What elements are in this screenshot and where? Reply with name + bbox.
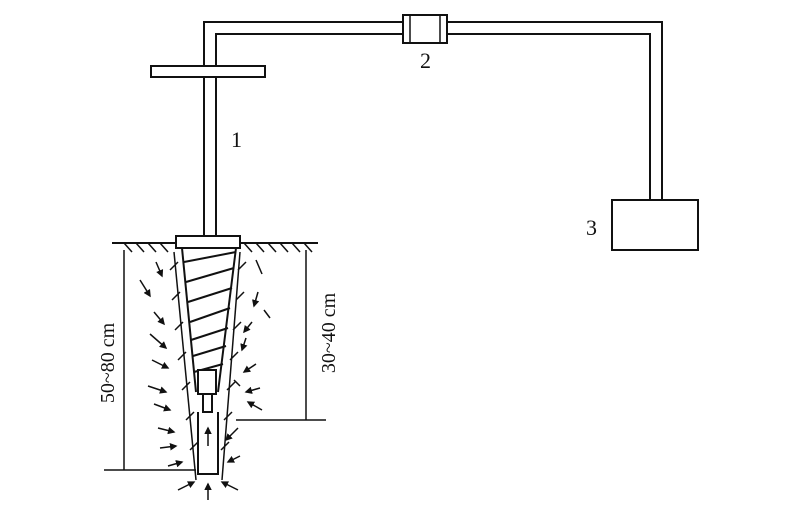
collection-unit-box <box>611 199 699 251</box>
threaded-probe <box>181 247 237 413</box>
borehole-walls <box>169 251 247 481</box>
tubing <box>203 21 663 236</box>
sampling-tube <box>197 412 219 475</box>
total-depth-dimension: 50~80 cm <box>97 250 196 471</box>
thread-depth-label: 30~40 cm <box>318 292 340 373</box>
handle-bar <box>150 65 266 78</box>
gas-flow-arrows <box>139 259 271 500</box>
flow-meter <box>402 14 448 44</box>
total-depth-label: 50~80 cm <box>97 322 119 403</box>
label-meter: 2 <box>420 48 431 73</box>
thread-depth-dimension: 30~40 cm <box>236 250 340 421</box>
label-probe: 1 <box>231 127 242 152</box>
probe-head <box>175 235 241 249</box>
label-unit: 3 <box>586 215 597 240</box>
